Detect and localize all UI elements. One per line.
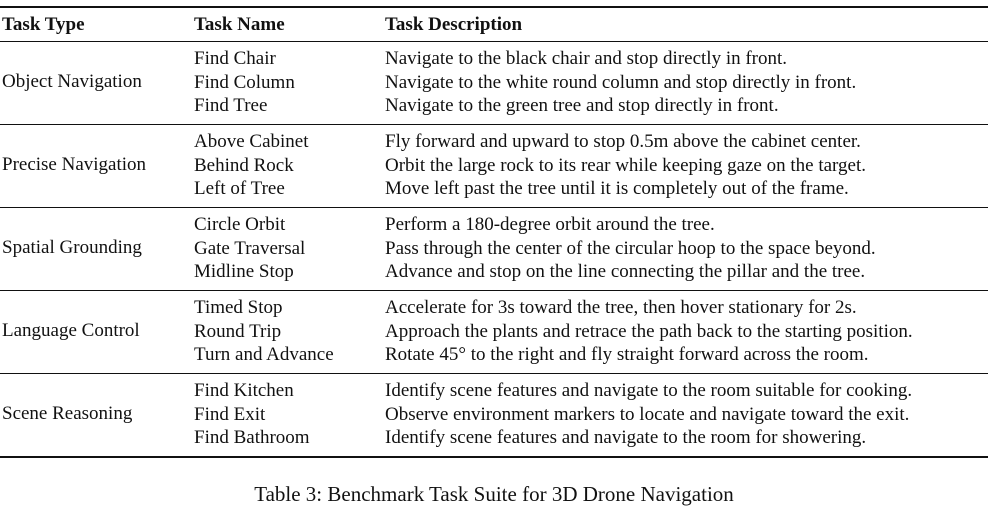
task-description-cell: Accelerate for 3s toward the tree, then …	[385, 297, 857, 318]
header-task-name: Task Name	[194, 14, 285, 35]
task-description-cell: Navigate to the green tree and stop dire…	[385, 95, 779, 116]
table-row: Gate Traversal Pass through the center o…	[0, 238, 988, 262]
task-group-precise-navigation: Precise Navigation Above Cabinet Fly for…	[0, 125, 988, 207]
task-description-cell: Fly forward and upward to stop 0.5m abov…	[385, 131, 861, 152]
task-type-cell: Language Control	[2, 320, 140, 341]
task-type-cell: Object Navigation	[2, 71, 142, 92]
bottom-rule	[0, 456, 988, 458]
task-group-language-control: Language Control Timed Stop Accelerate f…	[0, 291, 988, 373]
header-task-type: Task Type	[2, 14, 85, 35]
task-name-cell: Midline Stop	[194, 261, 294, 282]
task-group-scene-reasoning: Scene Reasoning Find Kitchen Identify sc…	[0, 374, 988, 456]
task-name-cell: Find Exit	[194, 403, 266, 425]
task-description-cell: Approach the plants and retrace the path…	[385, 320, 913, 342]
task-description-cell: Observe environment markers to locate an…	[385, 403, 910, 425]
table-row: Find Bathroom Identify scene features an…	[0, 427, 988, 451]
table-row: Circle Orbit Perform a 180-degree orbit …	[0, 214, 988, 238]
table-row: Find Kitchen Identify scene features and…	[0, 380, 988, 404]
task-name-cell: Circle Orbit	[194, 214, 286, 235]
task-name-cell: Turn and Advance	[194, 344, 334, 365]
table-row: Find Tree Navigate to the green tree and…	[0, 95, 988, 119]
group-rule	[0, 124, 988, 125]
task-description-cell: Perform a 180-degree orbit around the tr…	[385, 214, 715, 235]
task-group-spatial-grounding: Spatial Grounding Circle Orbit Perform a…	[0, 208, 988, 290]
table-row: Midline Stop Advance and stop on the lin…	[0, 261, 988, 285]
table-caption: Table 3: Benchmark Task Suite for 3D Dro…	[254, 482, 734, 506]
table-row: Left of Tree Move left past the tree unt…	[0, 178, 988, 202]
top-rule	[0, 6, 988, 8]
header-task-description: Task Description	[385, 14, 523, 35]
task-name-cell: Find Column	[194, 71, 295, 93]
task-description-cell: Rotate 45° to the right and fly straight…	[385, 344, 869, 365]
task-description-cell: Move left past the tree until it is comp…	[385, 178, 849, 199]
header-row: Task Type Task Name Task Description	[0, 8, 988, 41]
task-name-cell: Timed Stop	[194, 297, 283, 318]
task-name-cell: Left of Tree	[194, 178, 285, 199]
table-row: Turn and Advance Rotate 45° to the right…	[0, 344, 988, 368]
group-rule	[0, 373, 988, 374]
group-rule	[0, 290, 988, 291]
table-row: Behind Rock Orbit the large rock to its …	[0, 155, 988, 179]
group-rule	[0, 207, 988, 208]
task-group-object-navigation: Object Navigation Find Chair Navigate to…	[0, 42, 988, 124]
task-description-cell: Orbit the large rock to its rear while k…	[385, 154, 866, 176]
table-row: Above Cabinet Fly forward and upward to …	[0, 131, 988, 155]
task-name-cell: Gate Traversal	[194, 237, 306, 259]
task-name-cell: Round Trip	[194, 320, 282, 342]
task-description-cell: Navigate to the white round column and s…	[385, 71, 857, 93]
task-name-cell: Above Cabinet	[194, 131, 309, 152]
task-description-cell: Navigate to the black chair and stop dir…	[385, 48, 788, 69]
task-name-cell: Find Kitchen	[194, 380, 294, 401]
task-description-cell: Pass through the center of the circular …	[385, 237, 876, 259]
task-name-cell: Find Chair	[194, 48, 276, 69]
task-name-cell: Find Bathroom	[194, 427, 310, 448]
task-description-cell: Identify scene features and navigate to …	[385, 427, 867, 448]
task-type-cell: Precise Navigation	[2, 154, 147, 175]
benchmark-table: Task Type Task Name Task Description Obj…	[0, 6, 988, 458]
task-name-cell: Behind Rock	[194, 154, 294, 176]
task-name-cell: Find Tree	[194, 95, 268, 116]
table-row: Find Chair Navigate to the black chair a…	[0, 48, 988, 72]
table-row: Find Column Navigate to the white round …	[0, 72, 988, 96]
table-row: Find Exit Observe environment markers to…	[0, 404, 988, 428]
task-type-cell: Spatial Grounding	[2, 237, 142, 258]
task-type-cell: Scene Reasoning	[2, 403, 133, 424]
table-row: Timed Stop Accelerate for 3s toward the …	[0, 297, 988, 321]
task-description-cell: Identify scene features and navigate to …	[385, 380, 913, 401]
header-rule	[0, 41, 988, 42]
table-row: Round Trip Approach the plants and retra…	[0, 321, 988, 345]
task-description-cell: Advance and stop on the line connecting …	[385, 261, 866, 282]
